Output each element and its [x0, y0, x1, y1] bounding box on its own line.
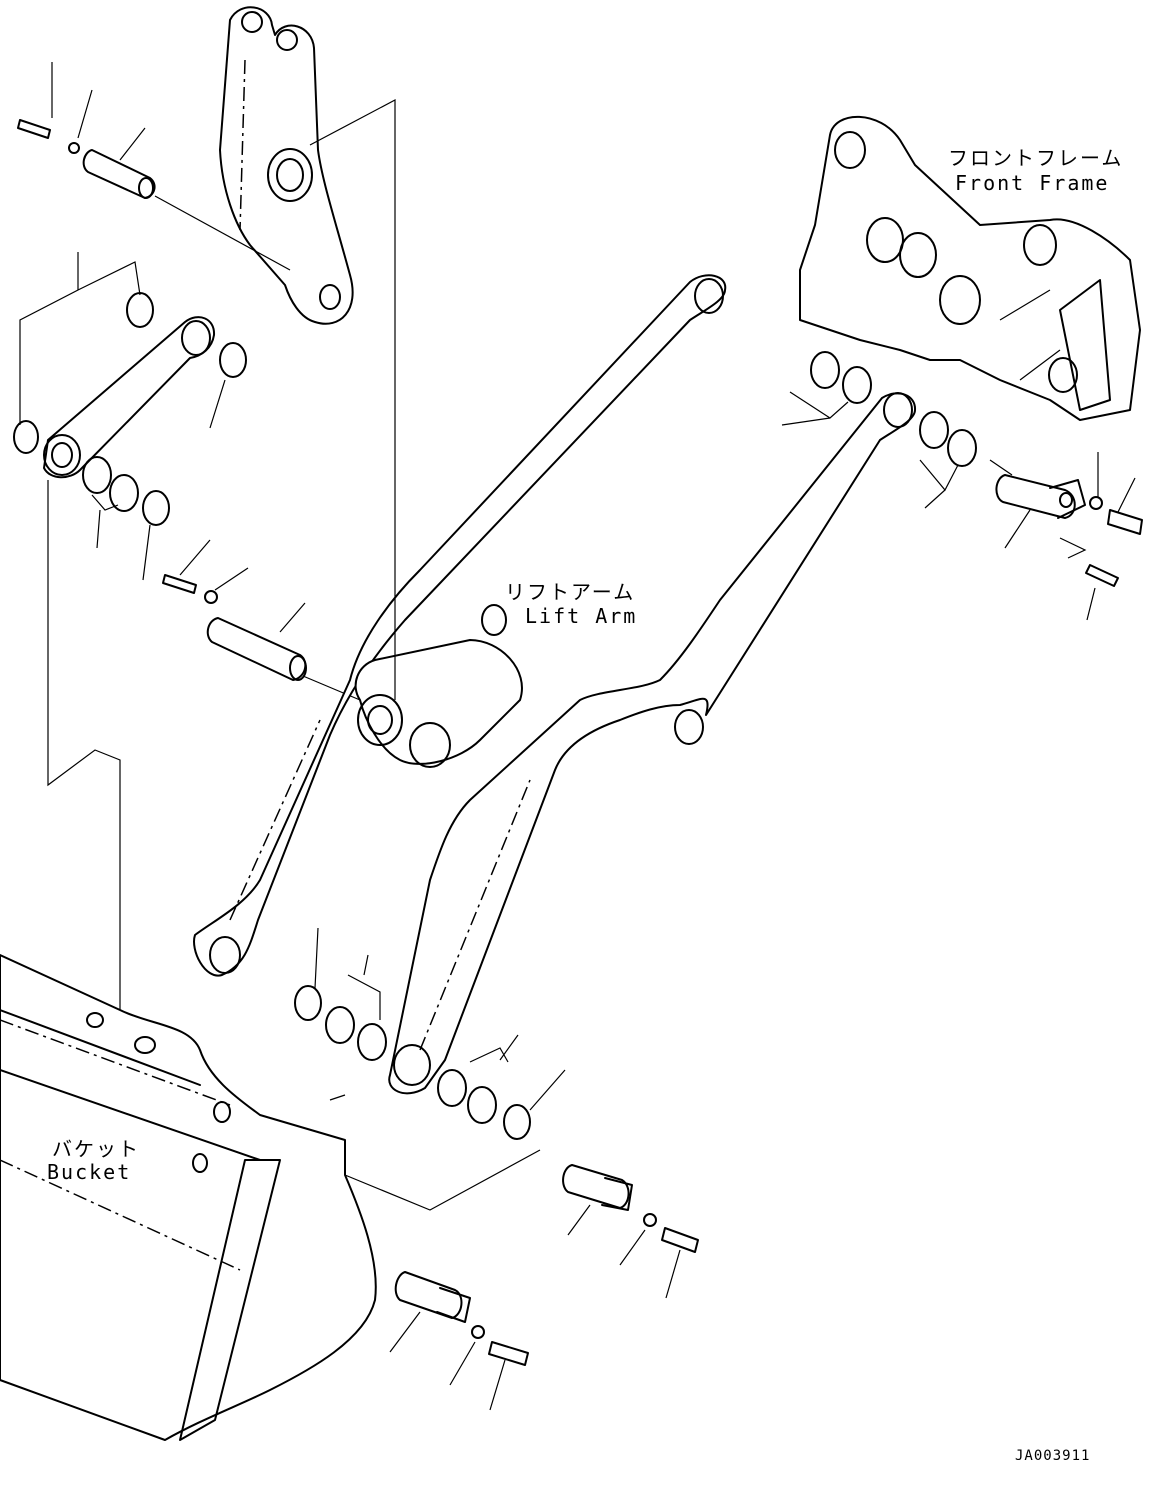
lift-arm-label-jp: リフトアーム — [505, 580, 636, 604]
lift-arm — [193, 274, 917, 1095]
lift-arm-label-en: Lift Arm — [525, 604, 638, 628]
bucket — [0, 954, 377, 1441]
pin-assembly-bottom — [344, 1149, 699, 1411]
bucket-label-jp: バケット — [52, 1137, 140, 1161]
front-frame — [799, 115, 1141, 421]
pin-assembly-middle — [162, 539, 361, 701]
drawing-number: JA003911 — [1015, 1448, 1091, 1464]
bucket-label-en: Bucket — [47, 1160, 132, 1184]
pin-assembly-top-right — [781, 351, 1143, 621]
bearings-top-left — [13, 252, 247, 581]
pin-assembly-top-left — [17, 62, 291, 271]
boundary-lines — [47, 99, 396, 1101]
tilt-link — [43, 316, 216, 479]
bellcrank — [219, 6, 354, 325]
bearings-bottom — [294, 927, 566, 1140]
front-frame-label-jp: フロントフレーム — [948, 146, 1124, 170]
front-frame-label-en: Front Frame — [955, 171, 1110, 195]
